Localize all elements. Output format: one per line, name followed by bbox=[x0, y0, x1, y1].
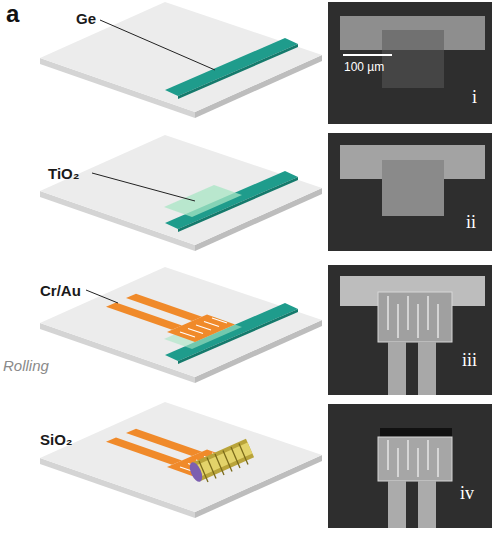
substrate-rolled bbox=[40, 402, 322, 518]
panel-numeral: i bbox=[472, 88, 477, 106]
step-label: Rolling bbox=[3, 358, 49, 373]
sem-panel: 100 µm i bbox=[328, 2, 492, 124]
panel-numeral: iii bbox=[462, 351, 477, 369]
layer-label: Ge bbox=[76, 11, 96, 26]
substrate-ge bbox=[40, 2, 322, 118]
panel-letter: a bbox=[6, 2, 19, 26]
scale-label: 100 µm bbox=[344, 61, 384, 73]
substrate-tio2 bbox=[40, 135, 322, 251]
sem-panel: ii bbox=[328, 133, 492, 251]
substrate-electrode bbox=[40, 267, 322, 383]
sem-panel: iii bbox=[328, 265, 492, 395]
panel-numeral: ii bbox=[466, 213, 476, 231]
layer-label: Cr/Au bbox=[40, 283, 81, 298]
sem-panel: iv bbox=[328, 404, 492, 528]
layer-label: SiO₂ bbox=[40, 432, 73, 447]
panel-numeral: iv bbox=[460, 484, 474, 502]
layer-label: TiO₂ bbox=[48, 166, 79, 181]
